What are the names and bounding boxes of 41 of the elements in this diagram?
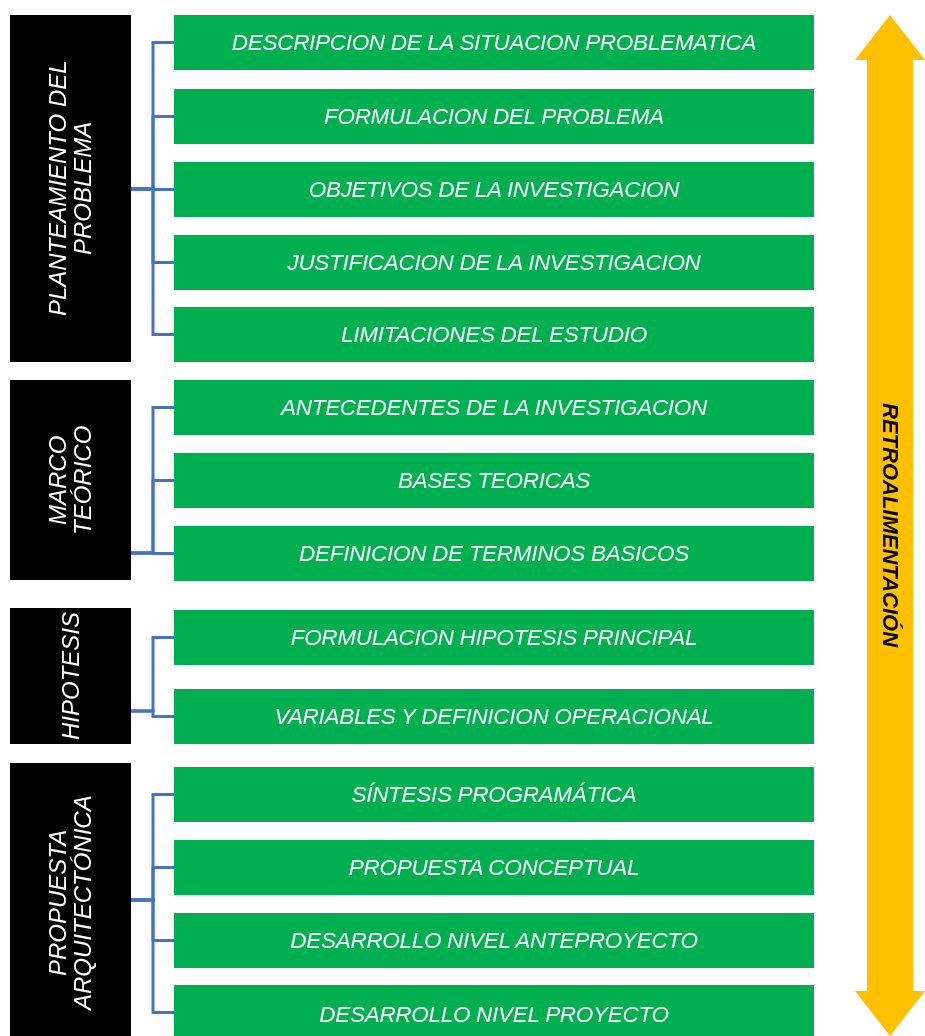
topic-label: ANTECEDENTES DE LA INVESTIGACION xyxy=(281,394,707,421)
topic-label: DEFINICION DE TERMINOS BASICOS xyxy=(299,540,689,567)
topic-box xyxy=(174,985,814,1036)
topic-label: DESARROLLO NIVEL ANTEPROYECTO xyxy=(290,927,698,954)
topic-box xyxy=(174,453,814,508)
feedback-label: RETROALIMENTACIÓN xyxy=(877,403,903,648)
topic-box xyxy=(174,380,814,435)
topic-label: DESARROLLO NIVEL PROYECTO xyxy=(319,1002,669,1028)
topic-label: SÍNTESIS PROGRAMÁTICA xyxy=(351,781,637,808)
bracket-connector xyxy=(131,898,174,1014)
topic-box xyxy=(174,610,814,665)
topic-box xyxy=(174,307,814,362)
section-title: PROPUESTA ARQUITECTÓNICA xyxy=(45,794,96,1013)
topic-label: PROPUESTA CONCEPTUAL xyxy=(348,854,640,881)
section-box xyxy=(10,380,131,580)
topic-box xyxy=(174,913,814,968)
topic-box xyxy=(174,162,814,217)
topic-label: JUSTIFICACION DE LA INVESTIGACION xyxy=(287,249,701,276)
topic-label: BASES TEORICAS xyxy=(397,467,591,494)
section-title: MARCO TEÓRICO xyxy=(45,424,96,537)
topic-box xyxy=(174,15,814,70)
topic-box xyxy=(174,235,814,290)
topic-label: OBJETIVOS DE LA INVESTIGACION xyxy=(308,176,680,203)
section-box xyxy=(10,763,131,1036)
bracket-connector xyxy=(131,551,174,555)
section-title: PLANTEAMIENTO DEL PROBLEMA xyxy=(45,59,96,319)
section-title: HIPOTESIS xyxy=(57,612,84,740)
bracket-connector xyxy=(131,187,174,336)
topic-box xyxy=(174,526,814,581)
topic-label: FORMULACION HIPOTESIS PRINCIPAL xyxy=(290,624,698,651)
topic-box xyxy=(174,89,814,144)
topic-box xyxy=(174,767,814,822)
topic-box xyxy=(174,840,814,895)
topic-label: LIMITACIONES DEL ESTUDIO xyxy=(341,321,647,348)
section-box xyxy=(10,15,131,362)
topic-label: VARIABLES Y DEFINICION OPERACIONAL xyxy=(274,703,714,730)
topic-label: DESCRIPCION DE LA SITUACION PROBLEMATICA xyxy=(231,29,757,56)
topic-box xyxy=(174,689,814,744)
topic-label: FORMULACION DEL PROBLEMA xyxy=(324,103,664,130)
bracket-connector xyxy=(131,709,174,718)
section-box xyxy=(10,608,131,744)
